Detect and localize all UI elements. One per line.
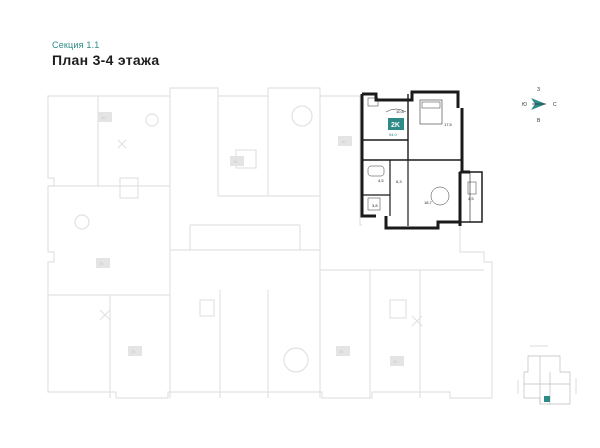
ghost-badge-label: 1K [341,139,346,144]
ghost-badge-label: 1K [233,159,238,164]
ghost-badge-label: 2K [339,349,344,354]
key-plan-marker [544,396,550,402]
ghost-badge: 1K [128,346,142,356]
ghost-badge: 1K [96,258,110,268]
highlighted-apartment[interactable]: 2K 54.0 10,8 17,5 18,7 4,5 6,3 3,8 4,5 [360,90,483,230]
ghost-badge: 1K [338,136,352,146]
plan-title: План 3-4 этажа [52,52,160,68]
section-label: Секция 1.1 [52,40,100,50]
ghost-badges: 1K 1K 1K 1K 1K 2K 2K [96,112,404,366]
room-balcony-area: 4,5 [468,196,474,201]
compass-west: Ю [522,102,527,108]
ghost-badge-label: 1K [101,115,106,120]
key-plan [517,345,577,405]
room-bath-area: 4,5 [378,178,384,183]
apartment-badge: 2K 54.0 [388,118,404,137]
compass-east: С [553,102,557,108]
room-wc-area: 3,8 [372,203,378,208]
ghost-badge-label: 1K [99,261,104,266]
room-loggia-area: 10,8 [396,109,405,114]
compass: З В Ю С [522,87,557,124]
ghost-badge-label: 1K [131,349,136,354]
ghost-badge: 2K [390,356,404,366]
ghost-building [47,87,493,399]
room-bedroom-area: 17,5 [444,122,453,127]
compass-north: З [537,87,540,93]
apartment-type: 2K [391,122,400,129]
ghost-badge: 1K [98,112,112,122]
ghost-badge-label: 2K [393,359,398,364]
room-living-area: 18,7 [424,200,433,205]
ghost-badge: 1K [230,156,244,166]
room-hall-area: 6,3 [396,179,402,184]
apartment-area: 54.0 [389,132,398,137]
compass-south: В [537,118,541,124]
ghost-badge: 2K [336,346,350,356]
